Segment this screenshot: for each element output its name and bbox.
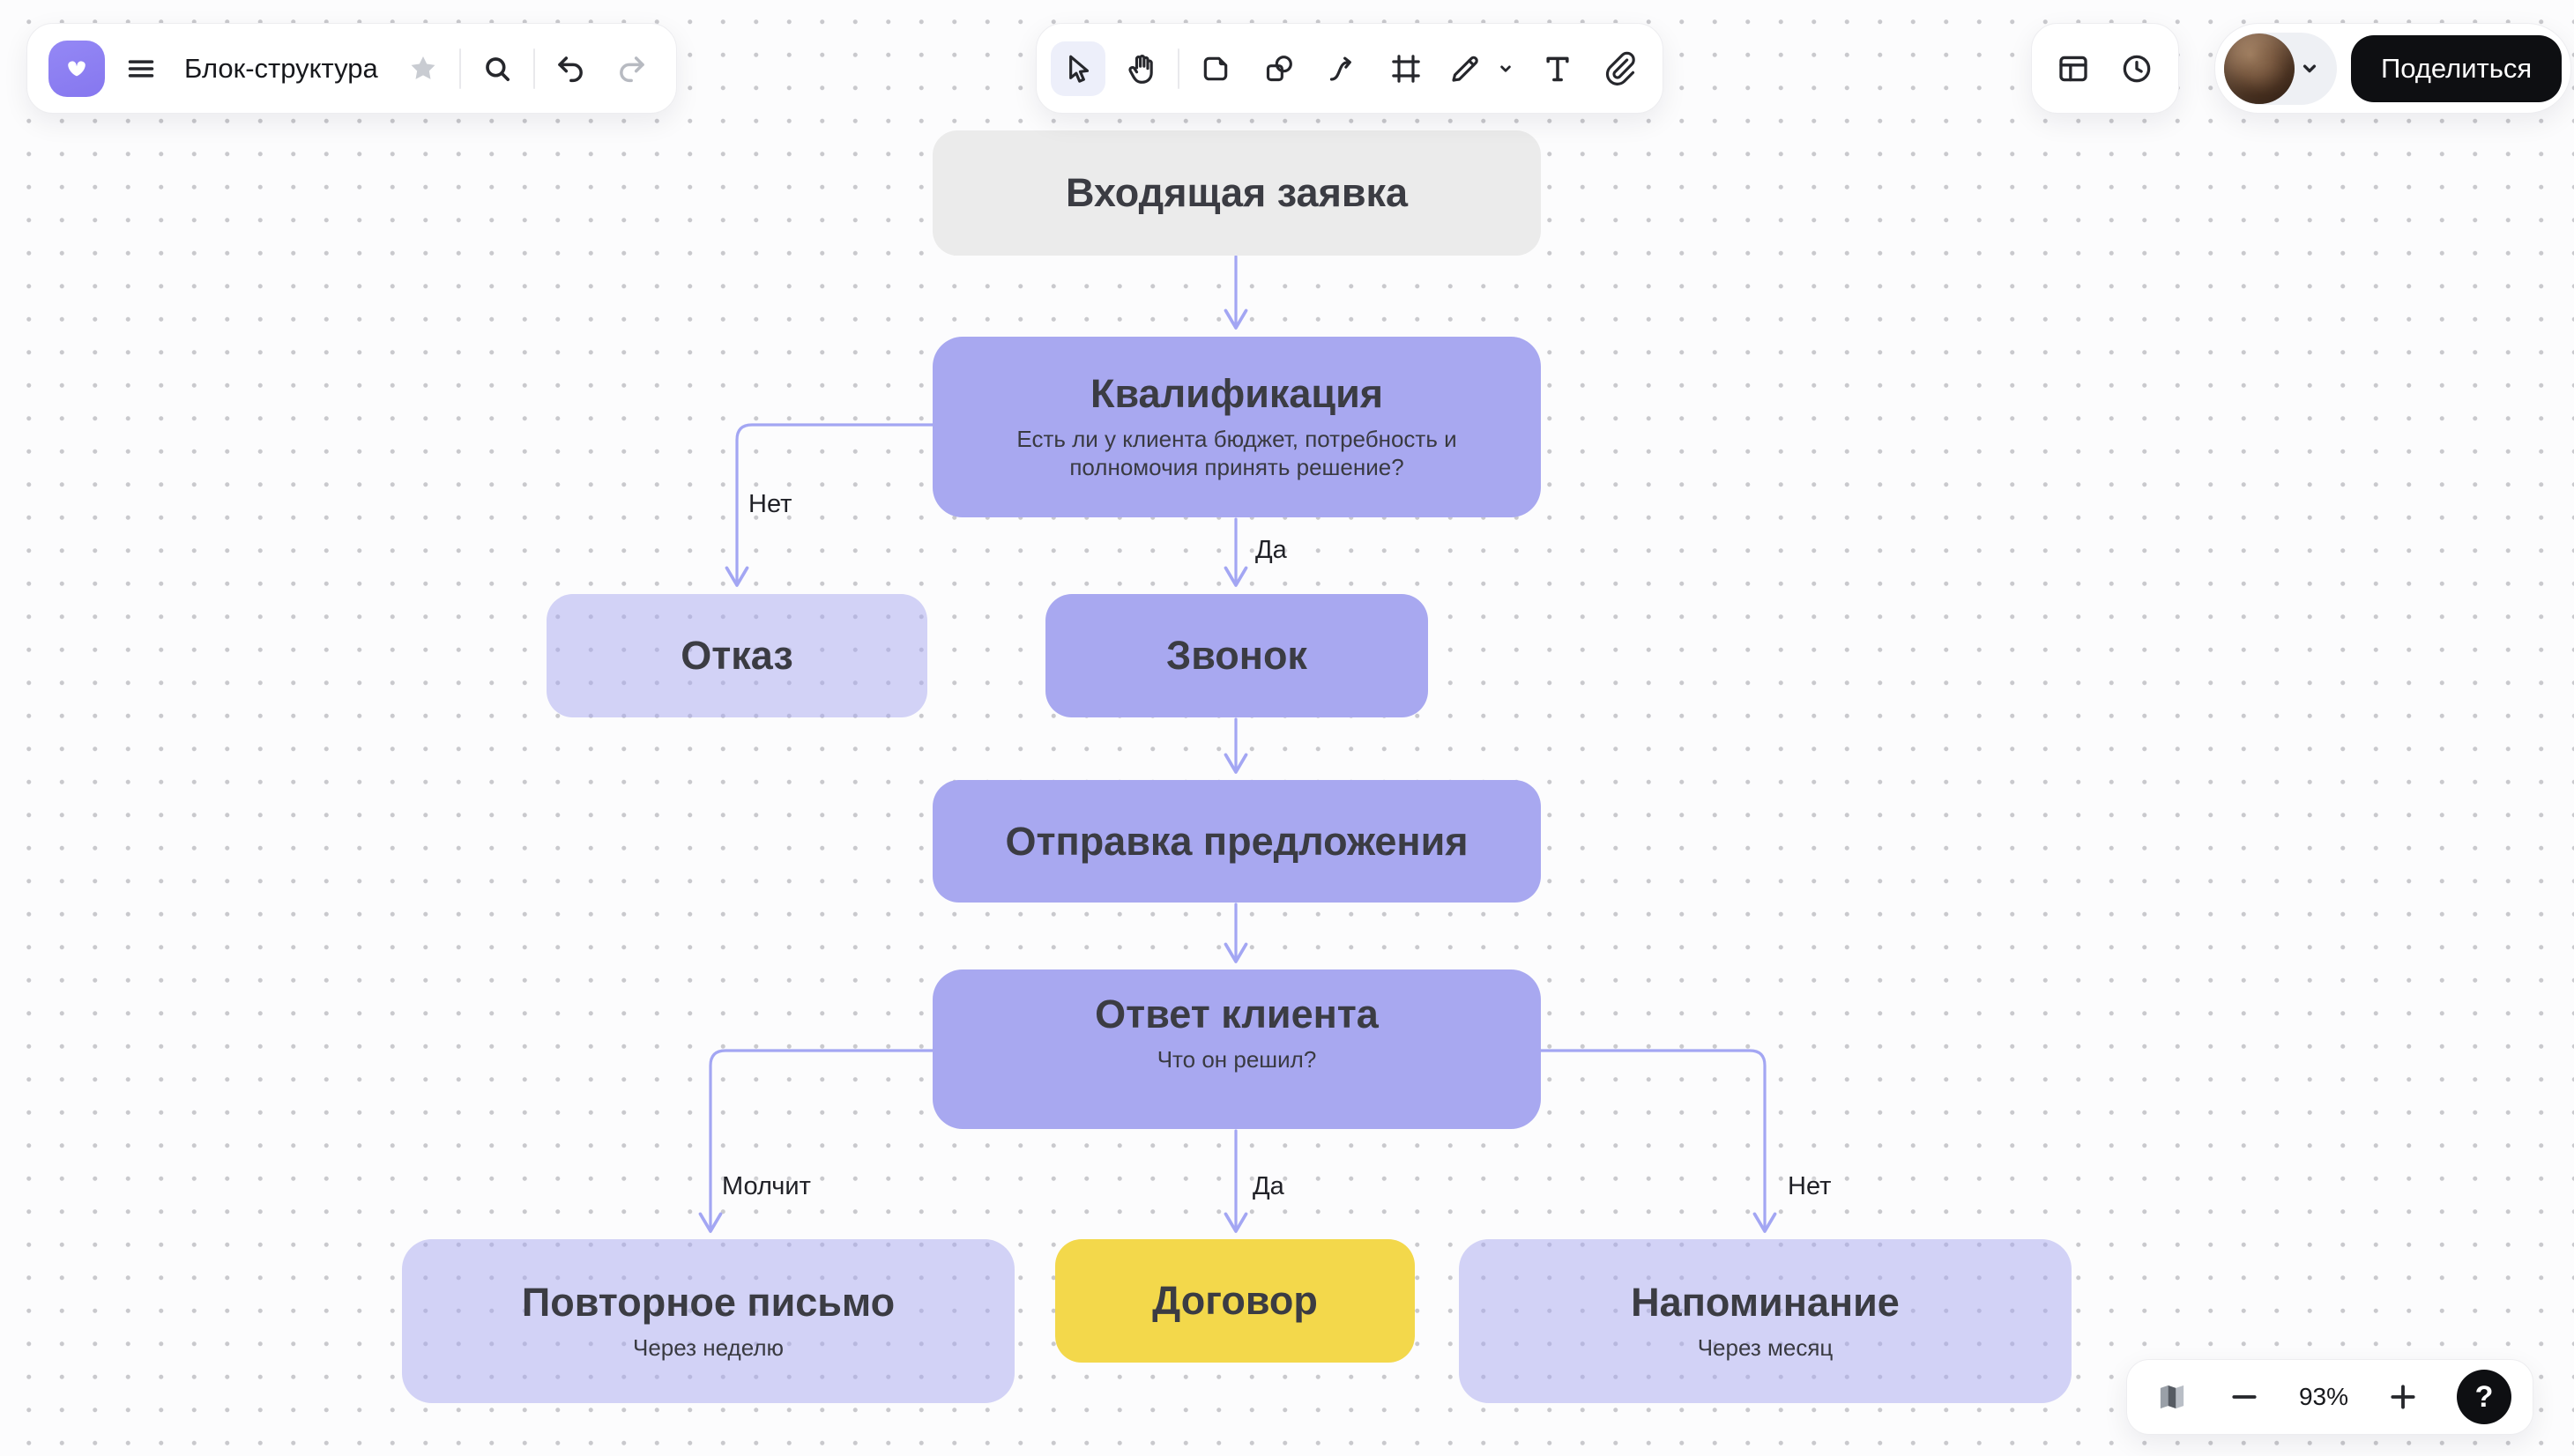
node-call[interactable]: Звонок [1045, 594, 1428, 717]
node-incoming-request[interactable]: Входящая заявка [933, 130, 1541, 256]
minimap-button[interactable] [2148, 1373, 2196, 1421]
node-title: Звонок [1166, 633, 1307, 679]
plus-icon [2391, 1385, 2415, 1409]
node-title: Повторное письмо [521, 1280, 896, 1325]
star-icon [411, 56, 435, 79]
zoom-toolbar: 93% ? [2126, 1359, 2533, 1435]
node-title: Отправка предложения [1005, 818, 1469, 864]
sticker-icon [1203, 56, 1228, 80]
node-subtitle: Через неделю [633, 1333, 784, 1361]
edge-label-no-2[interactable]: Нет [1788, 1172, 1832, 1200]
zoom-in-button[interactable] [2379, 1373, 2427, 1421]
edge-label-silent[interactable]: Молчит [722, 1172, 811, 1200]
zoom-out-button[interactable] [2221, 1373, 2268, 1421]
tool-shapes[interactable] [1252, 41, 1306, 96]
node-subtitle: Есть ли у клиента бюджет, потребность и … [1016, 425, 1457, 481]
node-title: Договор [1152, 1278, 1318, 1324]
zoom-level[interactable]: 93% [2298, 1383, 2349, 1410]
minus-icon [2232, 1395, 2257, 1399]
tool-attach[interactable] [1594, 41, 1648, 96]
node-proposal[interactable]: Отправка предложения [933, 780, 1541, 903]
share-button[interactable]: Поделиться [2351, 34, 2563, 102]
tool-connector[interactable] [1315, 41, 1370, 96]
app-logo[interactable] [48, 40, 105, 97]
menu-button[interactable] [117, 45, 165, 93]
toolbar-divider [458, 48, 461, 89]
undo-button[interactable] [547, 45, 595, 93]
hand-icon [1128, 54, 1153, 84]
node-client-response[interactable]: Ответ клиента Что он решил? [933, 969, 1541, 1129]
toolbar-divider [1178, 48, 1179, 89]
chevron-down-icon [1500, 65, 1511, 72]
edge-label-no[interactable]: Нет [748, 490, 792, 518]
connector-response-followup[interactable] [698, 1049, 934, 1233]
tool-hand[interactable] [1114, 41, 1169, 96]
node-subtitle: Через месяц [1697, 1333, 1834, 1361]
node-subtitle: Что он решил? [1157, 1045, 1317, 1073]
redo-icon [619, 56, 644, 82]
shapes-icon [1266, 55, 1292, 81]
frame-icon [1392, 54, 1420, 83]
tools-toolbar [1036, 23, 1663, 114]
minimap-icon [2160, 1385, 2184, 1409]
text-icon [1546, 56, 1569, 81]
help-button[interactable]: ? [2457, 1370, 2511, 1424]
node-title: Напоминание [1631, 1280, 1900, 1325]
panels-button[interactable] [2050, 45, 2097, 93]
pen-dropdown-button[interactable] [1490, 45, 1521, 93]
view-toolbar [2031, 23, 2179, 114]
node-title: Входящая заявка [1065, 170, 1409, 216]
connector-response-reminder[interactable] [1538, 1049, 1777, 1233]
tool-sticker[interactable] [1188, 41, 1243, 96]
tool-text[interactable] [1530, 41, 1585, 96]
connector-line-icon [1329, 56, 1351, 81]
cursor-icon [1069, 55, 1090, 83]
tool-frame[interactable] [1379, 41, 1433, 96]
tool-cursor[interactable] [1051, 41, 1105, 96]
search-button[interactable] [473, 45, 521, 93]
board-toolbar: Блок-структура [26, 23, 677, 114]
node-title: Квалификация [1090, 371, 1383, 417]
pen-icon [1452, 56, 1478, 82]
attach-icon [1605, 51, 1635, 85]
history-button[interactable] [2113, 45, 2161, 93]
edge-label-yes-2[interactable]: Да [1253, 1172, 1284, 1200]
account-share-group: Поделиться [2214, 23, 2572, 114]
panels-icon [2059, 56, 2087, 81]
board-title[interactable]: Блок-структура [184, 52, 378, 84]
node-title: Ответ клиента [1095, 992, 1379, 1036]
node-followup-letter[interactable]: Повторное письмо Через неделю [402, 1239, 1015, 1403]
node-contract[interactable]: Договор [1055, 1239, 1415, 1363]
search-icon [485, 56, 510, 81]
favorite-button[interactable] [399, 45, 447, 93]
account-menu[interactable] [2224, 32, 2337, 105]
history-clock-icon [2123, 55, 2151, 82]
tool-pen[interactable] [1442, 41, 1488, 96]
edge-label-yes[interactable]: Да [1255, 536, 1287, 564]
node-reminder[interactable]: Напоминание Через месяц [1459, 1239, 2072, 1403]
node-title: Отказ [681, 633, 793, 679]
chevron-down-icon [2302, 63, 2317, 72]
menu-icon [128, 59, 154, 78]
undo-icon [558, 56, 583, 82]
node-qualification[interactable]: Квалификация Есть ли у клиента бюджет, п… [933, 337, 1541, 517]
redo-button[interactable] [607, 45, 655, 93]
avatar[interactable] [2224, 33, 2295, 104]
node-refusal[interactable]: Отказ [547, 594, 927, 717]
toolbar-divider [532, 48, 535, 89]
app-logo-icon [68, 60, 86, 76]
